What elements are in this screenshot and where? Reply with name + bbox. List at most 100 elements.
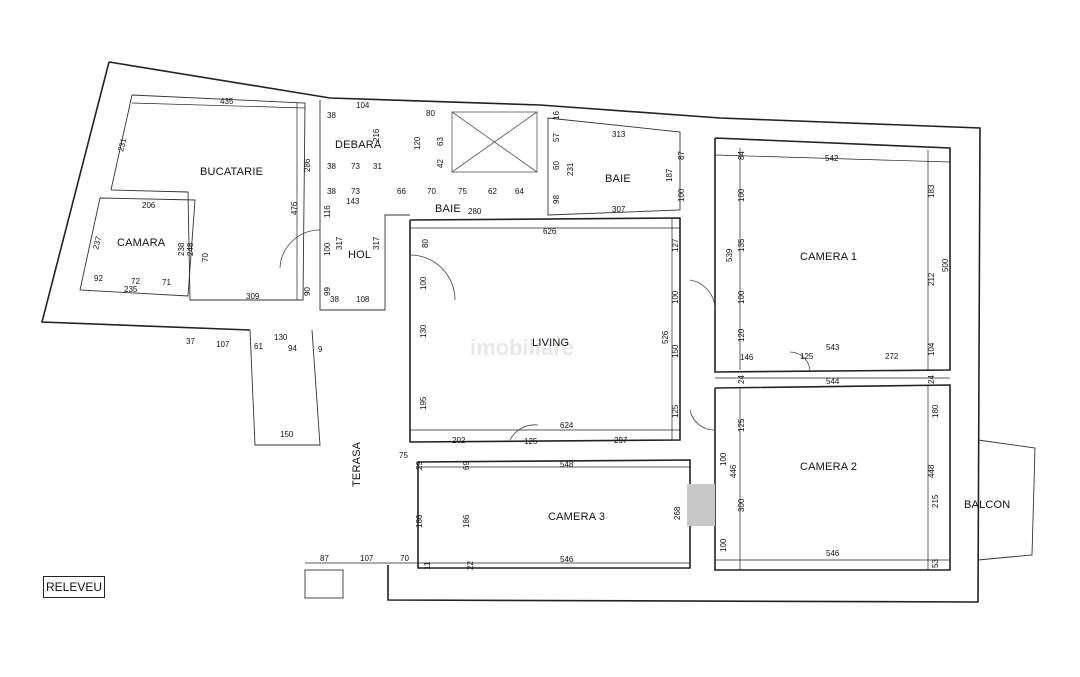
dim-label: 544 bbox=[826, 377, 840, 386]
hol-wall bbox=[319, 100, 410, 311]
dim-label: 107 bbox=[360, 554, 374, 563]
baie-small-wall bbox=[547, 117, 681, 216]
door-living-bottom bbox=[509, 424, 539, 441]
dim-label: 186 bbox=[415, 514, 424, 528]
dim-label: 70 bbox=[201, 253, 210, 262]
dim-label: 70 bbox=[427, 187, 436, 196]
dim-label: 38 bbox=[330, 295, 339, 304]
dim-label: 116 bbox=[323, 205, 332, 218]
dim-label: 61 bbox=[254, 342, 263, 351]
dim-label: 42 bbox=[436, 159, 445, 168]
dim-label: 37 bbox=[186, 337, 195, 346]
shaft-diag-2 bbox=[451, 111, 538, 173]
dim-label: 9 bbox=[318, 345, 323, 354]
room-camera2: CAMERA 2 bbox=[800, 461, 857, 473]
dim-label: 108 bbox=[356, 295, 370, 304]
dim-label: 38 bbox=[327, 111, 336, 120]
dim-line-435 bbox=[131, 102, 306, 109]
dim-label: 120 bbox=[737, 328, 746, 342]
dim-label: 75 bbox=[399, 451, 408, 460]
dim-label: 195 bbox=[419, 396, 428, 410]
dim-label: 546 bbox=[826, 549, 840, 558]
dim-label: 212 bbox=[927, 272, 936, 286]
dim-label: 237 bbox=[91, 235, 103, 251]
dim-label: 202 bbox=[452, 436, 466, 445]
dimension-labels-vertical: 231 237 238 248 70 286 476 216 120 63 42… bbox=[91, 111, 950, 570]
dim-label: 476 bbox=[290, 201, 299, 215]
dim-label: 62 bbox=[488, 187, 497, 196]
dim-label: 24 bbox=[737, 375, 746, 384]
room-living: LIVING bbox=[532, 337, 569, 349]
dim-label: 500 bbox=[941, 258, 950, 272]
dim-label: 313 bbox=[612, 130, 626, 139]
dim-label: 546 bbox=[560, 555, 574, 564]
dim-label: 135 bbox=[737, 238, 746, 252]
dim-label: 80 bbox=[426, 109, 435, 118]
dim-label: 84 bbox=[737, 151, 746, 160]
dim-label: 435 bbox=[220, 97, 234, 106]
dim-label: 87 bbox=[320, 554, 329, 563]
dim-label: 448 bbox=[927, 464, 936, 478]
dim-label: 216 bbox=[372, 128, 381, 142]
dim-label: 63 bbox=[436, 137, 445, 146]
room-bucatarie: BUCATARIE bbox=[200, 166, 263, 178]
dim-label: 231 bbox=[116, 137, 128, 153]
dim-label: 75 bbox=[458, 187, 467, 196]
dim-label: 125 bbox=[800, 352, 814, 361]
living-wall bbox=[409, 217, 681, 443]
room-camera1: CAMERA 1 bbox=[800, 251, 857, 263]
dim-label: 206 bbox=[142, 201, 156, 210]
outer-wall-north bbox=[108, 61, 981, 603]
dim-label: 80 bbox=[421, 239, 430, 248]
dim-label: 526 bbox=[661, 330, 670, 344]
dim-label: 57 bbox=[552, 133, 561, 142]
dim-label: 186 bbox=[462, 514, 471, 528]
dim-label: 100 bbox=[671, 290, 680, 304]
dim-label: 307 bbox=[612, 205, 626, 214]
dim-label: 150 bbox=[280, 430, 294, 439]
outer-wall-west bbox=[40, 61, 251, 331]
dim-label: 446 bbox=[729, 464, 738, 478]
door-hol bbox=[279, 229, 321, 269]
room-debara: DEBARA bbox=[335, 139, 382, 151]
dim-label: 125 bbox=[671, 404, 680, 418]
room-hol: HOL bbox=[348, 249, 371, 261]
dim-label: 238 bbox=[177, 242, 186, 256]
dim-label: 99 bbox=[323, 287, 332, 296]
dim-label: 22 bbox=[466, 561, 475, 570]
door-camera2 bbox=[689, 409, 716, 431]
dim-label: 548 bbox=[560, 460, 574, 469]
dim-label: 104 bbox=[927, 342, 936, 356]
dim-label: 146 bbox=[740, 353, 754, 362]
dim-label: 125 bbox=[737, 418, 746, 432]
room-balcon: BALCON bbox=[964, 499, 1010, 511]
dim-label: 286 bbox=[303, 158, 312, 172]
dim-label: 272 bbox=[885, 352, 899, 361]
dim-label: 215 bbox=[931, 494, 940, 508]
dim-label: 100 bbox=[737, 188, 746, 202]
dim-label: 268 bbox=[673, 506, 682, 520]
terasa-wall bbox=[249, 329, 321, 446]
dim-label: 127 bbox=[671, 238, 680, 252]
releveu-label: RELEVEU bbox=[43, 576, 106, 598]
dim-label: 297 bbox=[614, 436, 628, 445]
room-camara: CAMARA bbox=[117, 237, 166, 249]
dim-label: 92 bbox=[94, 274, 103, 283]
dim-label: 626 bbox=[543, 227, 557, 236]
dim-label: 180 bbox=[931, 404, 940, 418]
dim-label: 100 bbox=[677, 188, 686, 202]
dim-label: 539 bbox=[725, 248, 734, 262]
camara-wall bbox=[79, 197, 196, 297]
dim-label: 125 bbox=[524, 437, 538, 446]
terrace-box bbox=[304, 569, 344, 599]
dim-label: 542 bbox=[825, 154, 839, 163]
dim-label: 38 bbox=[327, 187, 336, 196]
dim-label: 543 bbox=[826, 343, 840, 352]
door-camera1 bbox=[689, 279, 716, 311]
dim-label: 98 bbox=[552, 195, 561, 204]
dim-label: 66 bbox=[397, 187, 406, 196]
dim-label: 100 bbox=[719, 452, 728, 466]
dim-label: 231 bbox=[566, 162, 575, 176]
dim-label: 94 bbox=[288, 344, 297, 353]
dim-label: 11 bbox=[423, 561, 432, 570]
